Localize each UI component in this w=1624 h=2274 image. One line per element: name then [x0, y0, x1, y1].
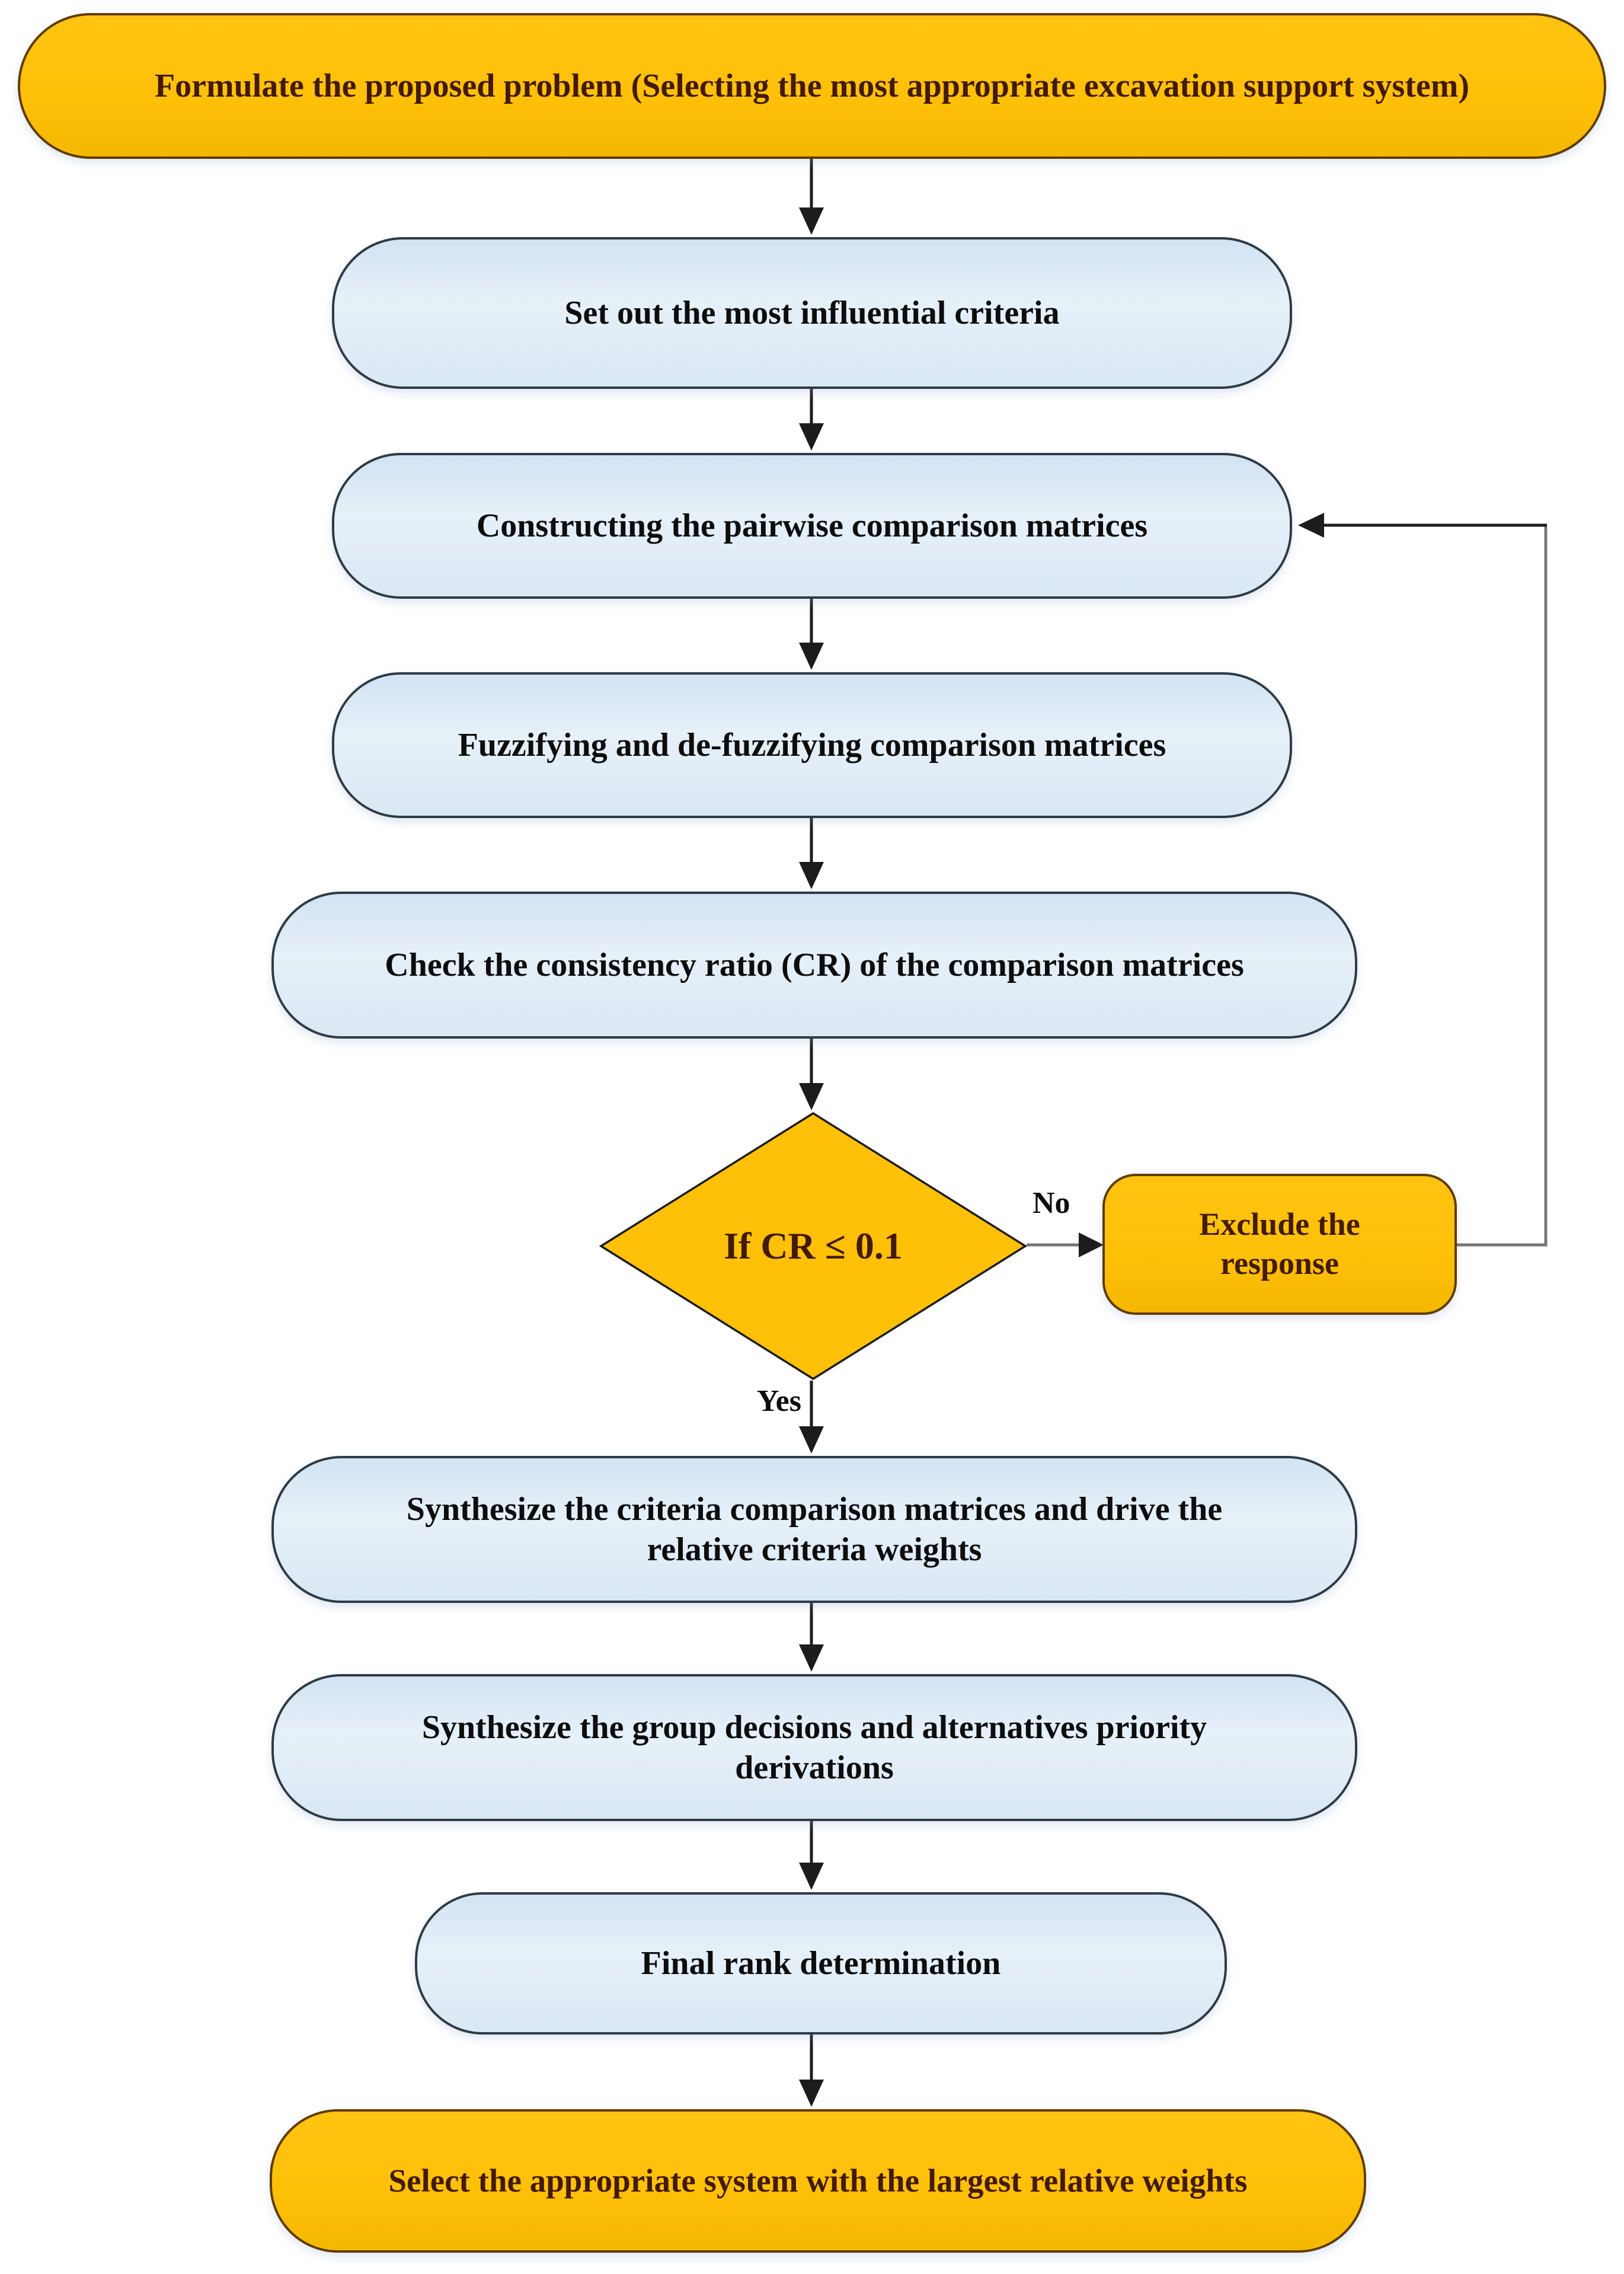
arrow-fuzzify-to-checkcr — [799, 818, 824, 889]
node-decision: If CR ≤ 0.1 — [601, 1113, 1025, 1379]
node-start-label: Formulate the proposed problem (Selectin… — [154, 67, 1470, 104]
node-exclude-line1: Exclude the — [1199, 1206, 1360, 1243]
arrow-pairwise-to-fuzzify — [799, 599, 824, 670]
node-synthesize-criteria-line2: relative criteria weights — [647, 1531, 982, 1568]
node-synthesize-group: Synthesize the group decisions and alter… — [271, 1674, 1357, 1821]
node-final-rank: Final rank determination — [415, 1892, 1227, 2035]
edge-label-no: No — [1032, 1186, 1070, 1220]
node-final-rank-label: Final rank determination — [641, 1944, 1001, 1982]
arrow-finalrank-to-select — [799, 2035, 824, 2107]
node-fuzzify: Fuzzifying and de-fuzzifying comparison … — [332, 672, 1292, 818]
node-exclude-response: Exclude the response — [1102, 1174, 1457, 1315]
node-select-system-label: Select the appropriate system with the l… — [388, 2163, 1248, 2199]
arrow-start-to-criteria — [799, 159, 824, 235]
node-criteria: Set out the most influential criteria — [332, 237, 1292, 389]
arrow-checkcr-to-decision — [799, 1039, 824, 1110]
node-select-system: Select the appropriate system with the l… — [270, 2109, 1366, 2253]
node-decision-label: If CR ≤ 0.1 — [724, 1225, 903, 1267]
node-fuzzify-label: Fuzzifying and de-fuzzifying comparison … — [458, 726, 1166, 764]
node-synthesize-criteria: Synthesize the criteria comparison matri… — [271, 1456, 1357, 1603]
arrow-synthcriteria-to-synthgroup — [799, 1603, 824, 1672]
arrow-synthgroup-to-finalrank — [799, 1821, 824, 1890]
node-synthesize-group-line1: Synthesize the group decisions and alter… — [421, 1708, 1207, 1746]
node-start: Formulate the proposed problem (Selectin… — [18, 13, 1606, 159]
node-check-cr: Check the consistency ratio (CR) of the … — [271, 892, 1357, 1039]
node-synthesize-criteria-line1: Synthesize the criteria comparison matri… — [406, 1490, 1223, 1528]
node-criteria-label: Set out the most influential criteria — [564, 294, 1060, 331]
arrow-decision-no-to-exclude — [1027, 1232, 1104, 1257]
node-synthesize-group-line2: derivations — [735, 1749, 894, 1786]
arrow-decision-yes-to-synthesize — [799, 1381, 824, 1454]
node-check-cr-label: Check the consistency ratio (CR) of the … — [385, 946, 1244, 983]
node-pairwise: Constructing the pairwise comparison mat… — [332, 453, 1292, 599]
arrow-criteria-to-pairwise — [799, 388, 824, 451]
edge-label-yes: Yes — [756, 1384, 801, 1418]
decision-diamond-shape — [599, 1112, 1028, 1381]
loop-exclude-to-pairwise — [1298, 513, 1548, 1247]
node-pairwise-label: Constructing the pairwise comparison mat… — [476, 507, 1148, 544]
node-exclude-line2: response — [1220, 1245, 1340, 1281]
